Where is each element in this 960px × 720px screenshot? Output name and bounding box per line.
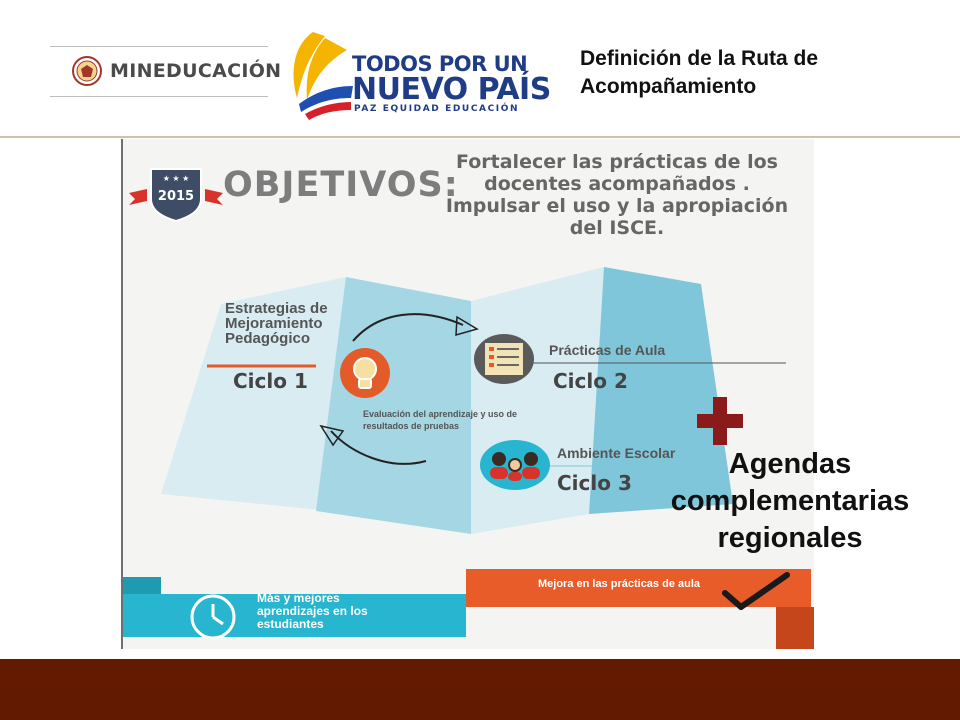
infographic-edge [121, 139, 123, 649]
folded-map-graphic [121, 267, 814, 649]
colombia-seal-icon [72, 56, 102, 86]
improvement-label: Mejora en las prácticas de aula [537, 578, 701, 590]
strategy-label: Estrategias de Mejoramiento Pedagógico [225, 300, 328, 347]
mineducacion-text: MINEDUCACIÓN [110, 60, 282, 82]
todos-logo-icon [293, 32, 353, 120]
infographic: ★ ★ ★ 2015 OBJETIVOS: Fortalecer las prá… [121, 139, 814, 649]
plus-icon [697, 397, 743, 445]
clock-icon [190, 594, 236, 640]
mineducacion-logo: MINEDUCACIÓN [72, 55, 281, 87]
checklist-icon [474, 334, 534, 384]
badge-year: 2015 [158, 189, 194, 204]
slide-title: Definición de la Ruta de Acompañamiento [580, 47, 819, 98]
family-icon [480, 440, 550, 490]
lightbulb-icon [340, 348, 390, 398]
objectives-text: Fortalecer las prácticas de los docentes… [445, 151, 789, 239]
header-line-top [50, 46, 268, 47]
cycle2-label: Ciclo 2 [553, 369, 628, 393]
objectives-title: OBJETIVOS: [223, 165, 459, 205]
evaluation-label: Evaluación del aprendizaje y uso de resu… [363, 409, 518, 431]
footer-bar [0, 659, 960, 720]
checkmark-icon [722, 572, 790, 610]
environment-label: Ambiente Escolar [557, 445, 676, 461]
svg-text:★ ★ ★: ★ ★ ★ [163, 174, 190, 183]
practices-label: Prácticas de Aula [549, 342, 666, 358]
agendas-text: Agendas complementarias regionales [670, 448, 910, 554]
cycle1-label: Ciclo 1 [233, 369, 308, 393]
cycle3-label: Ciclo 3 [557, 471, 632, 495]
year-badge: ★ ★ ★ 2015 [129, 168, 223, 223]
todos-line1: TODOS POR UN [352, 52, 528, 76]
more-learning-label: Más y mejores aprendizajes en los estudi… [257, 591, 368, 631]
todos-line3: PAZ EQUIDAD EDUCACIÓN [354, 104, 520, 114]
header-line-bottom [50, 96, 268, 97]
todos-line2: NUEVO PAÍS [352, 72, 551, 107]
header-divider [0, 136, 960, 138]
